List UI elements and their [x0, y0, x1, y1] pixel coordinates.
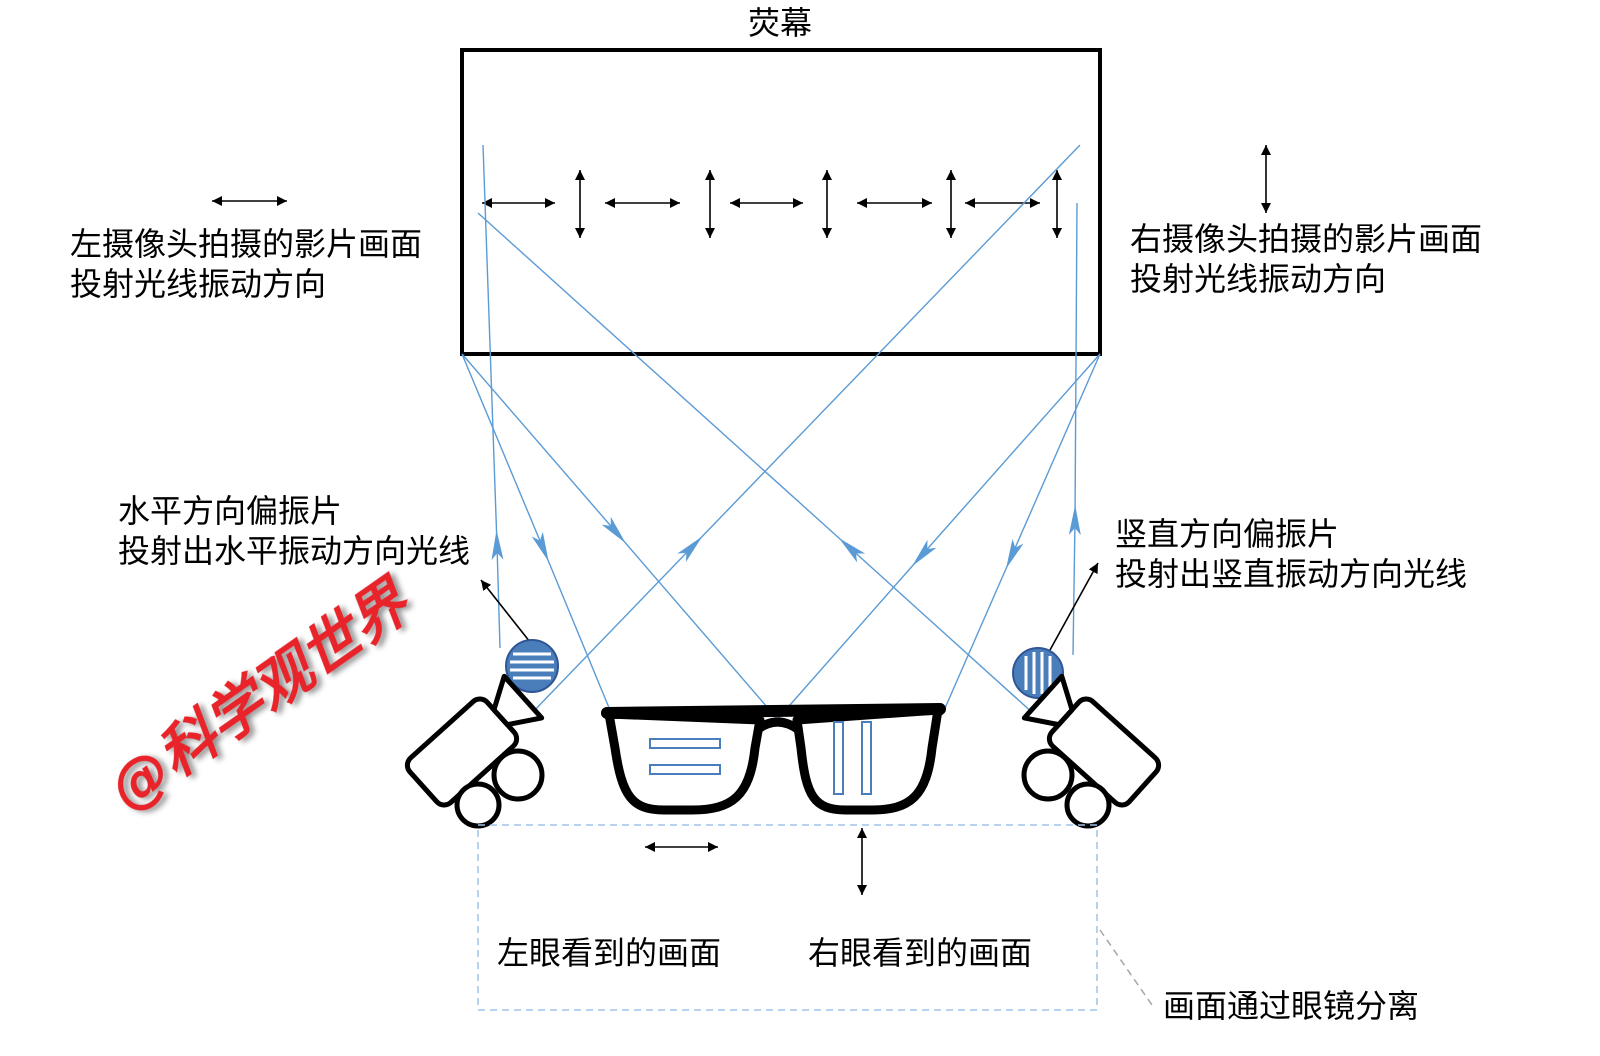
left-projector-ray-to-screen	[482, 144, 504, 649]
eye-view-dashed-box	[477, 824, 1098, 1011]
separation-leader-line	[1099, 929, 1153, 1006]
reflected-ray-right-1	[774, 353, 1101, 723]
horizontal-polarizer-icon	[505, 639, 559, 693]
left-projector-diagonal-ray	[529, 144, 1081, 716]
left-polarizer-caption-line1: 水平方向偏振片	[118, 492, 342, 530]
left-camera-icon	[404, 673, 545, 829]
watermark: @科学观世界	[97, 566, 424, 824]
right-lens-vertical-filter	[861, 721, 872, 795]
right-projector-caption-line1: 右摄像头拍摄的影片画面	[1130, 220, 1482, 258]
left-lens	[604, 709, 765, 815]
glasses-bridge	[754, 717, 802, 734]
right-polarizer-caption-line1: 竖直方向偏振片	[1115, 515, 1339, 553]
separation-label: 画面通过眼镜分离	[1163, 987, 1419, 1025]
reflected-ray-left-1	[461, 353, 613, 716]
projection-screen	[460, 48, 1102, 356]
right-projector-ray-to-screen	[1068, 202, 1081, 656]
right-camera-icon	[1021, 673, 1162, 829]
light-rays	[461, 144, 1101, 723]
right-polarizer-caption-line2: 投射出竖直振动方向光线	[1115, 555, 1467, 593]
right-polarizer-leader-arrow	[1049, 562, 1099, 651]
polarized-glasses-icon	[601, 703, 946, 815]
left-lens-horizontal-filter	[649, 738, 721, 749]
right-eye-label: 右眼看到的画面	[808, 934, 1032, 972]
left-polarizer-leader-arrow	[480, 579, 531, 643]
screen-vibration-arrows	[482, 170, 1062, 238]
right-lens-vertical-filter	[833, 721, 844, 795]
left-polarizer-caption-line2: 投射出水平振动方向光线	[118, 532, 470, 570]
right-projector-diagonal-ray	[477, 212, 1036, 716]
reflected-ray-right-2	[941, 353, 1101, 716]
left-lens-horizontal-filter	[649, 764, 721, 775]
right-projector-caption-line2: 投射光线振动方向	[1130, 260, 1386, 298]
left-projector-caption-line1: 左摄像头拍摄的影片画面	[70, 225, 422, 263]
left-projector-caption-line2: 投射光线振动方向	[70, 265, 326, 303]
screen-title: 荧幕	[748, 4, 812, 42]
left-eye-label: 左眼看到的画面	[497, 934, 721, 972]
reflected-ray-left-2	[461, 353, 781, 723]
glasses-top-bar	[601, 703, 946, 719]
